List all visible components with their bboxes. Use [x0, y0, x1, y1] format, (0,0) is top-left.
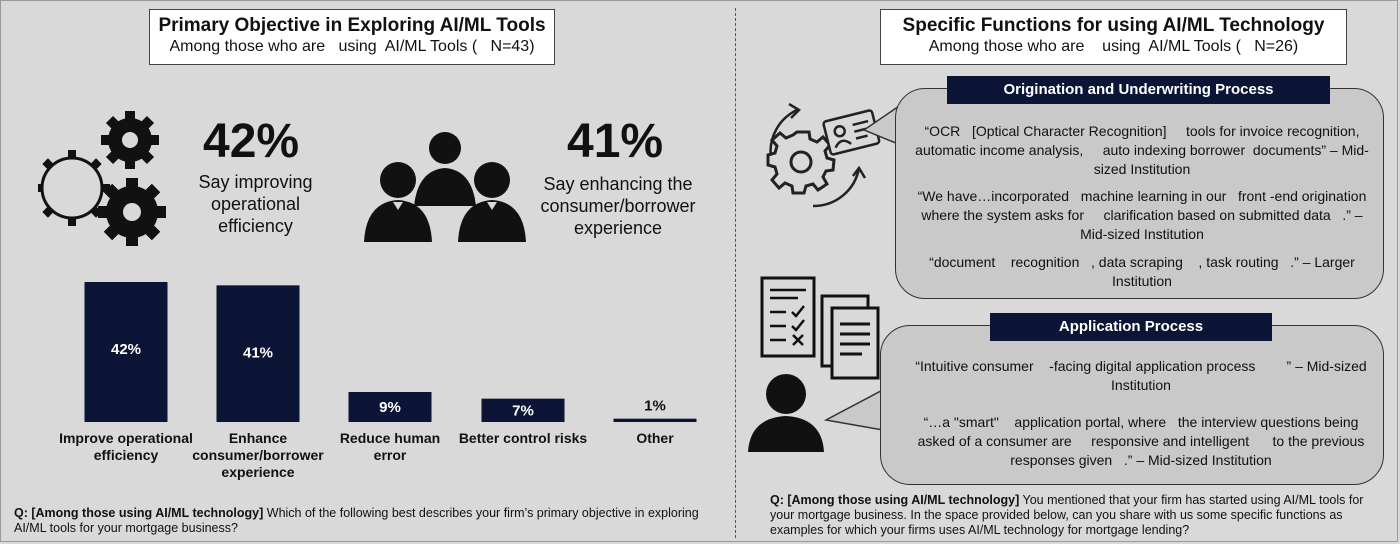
category-label: error	[374, 447, 407, 463]
bar-2	[348, 392, 432, 422]
right-question-bold: Q: [Among those using AI/ML technology]	[770, 493, 1020, 507]
application-quote-2: “…a "smart" application portal, where th…	[917, 414, 1369, 468]
stat1-line: operational	[210, 194, 301, 214]
application-heading: Application Process	[990, 313, 1272, 341]
category-label: consumer/borrower	[192, 447, 324, 463]
left-subtitle: Among those who are using AI/ML Tools ( …	[169, 38, 535, 55]
left-title-box: Primary Objective in Exploring AI/ML Too…	[149, 9, 555, 65]
bar-value-label: 41%	[243, 344, 273, 361]
origination-quote-3: “document recognition , data scraping , …	[929, 254, 1359, 289]
stat2-line: experience	[573, 218, 663, 238]
application-bubble	[880, 325, 1384, 485]
category-label: Other	[636, 430, 674, 446]
right-title-box: Specific Functions for using AI/ML Techn…	[880, 9, 1347, 65]
people-group-icon	[364, 132, 526, 242]
stat1-line: efficiency	[218, 216, 293, 236]
bar-value-label: 7%	[512, 402, 534, 419]
right-title: Specific Functions for using AI/ML Techn…	[902, 15, 1325, 36]
right-question-text: You mentioned that your firm has started…	[770, 493, 1364, 537]
stat2-line: consumer/borrower	[540, 196, 696, 216]
bar-0	[84, 282, 168, 422]
application-quote-1: “Intuitive consumer -facing digital appl…	[915, 358, 1371, 393]
stat1-text: Say improving operational efficiency	[183, 171, 328, 237]
stat1-line: Say improving	[198, 172, 313, 192]
bar-1	[216, 285, 300, 422]
origination-bubble	[895, 88, 1384, 299]
origination-quote-2: “We have…incorporated machine learning i…	[917, 188, 1367, 242]
category-label: Enhance	[229, 430, 288, 446]
bar-4	[613, 418, 697, 422]
origination-quote-1: “OCR [Optical Character Recognition] too…	[915, 123, 1369, 177]
right-question: Q: [Among those using AI/ML technology] …	[770, 493, 1380, 538]
right-subtitle: Among those who are using AI/ML Tools ( …	[928, 38, 1299, 55]
left-question-text: Which of the following best describes yo…	[14, 506, 699, 535]
gears-icon	[38, 111, 166, 246]
bar-value-label: 1%	[644, 398, 666, 415]
stat2-text: Say enhancing the consumer/borrower expe…	[528, 173, 708, 239]
checklist-document-person-icon	[748, 276, 880, 452]
bar-value-label: 9%	[379, 399, 401, 416]
bar-value-label: 42%	[111, 341, 141, 358]
panel-divider	[735, 8, 736, 538]
origination-heading: Origination and Underwriting Process	[947, 76, 1330, 104]
category-label: efficiency	[94, 447, 159, 463]
bar-3	[481, 398, 565, 422]
stat1-value: 42%	[203, 115, 300, 168]
gear-document-cycle-icon	[766, 102, 881, 208]
category-label: Better control risks	[459, 430, 588, 446]
stat2-value: 41%	[567, 115, 664, 168]
left-title: Primary Objective in Exploring AI/ML Too…	[158, 15, 546, 36]
bubble2-tail	[823, 383, 895, 433]
category-label: experience	[221, 464, 294, 480]
category-label: Reduce human	[340, 430, 440, 446]
category-label: Improve operational	[59, 430, 193, 446]
stat2-line: Say enhancing the	[543, 174, 693, 194]
left-question-bold: Q: [Among those using AI/ML technology]	[14, 506, 264, 520]
left-question: Q: [Among those using AI/ML technology] …	[14, 506, 719, 536]
